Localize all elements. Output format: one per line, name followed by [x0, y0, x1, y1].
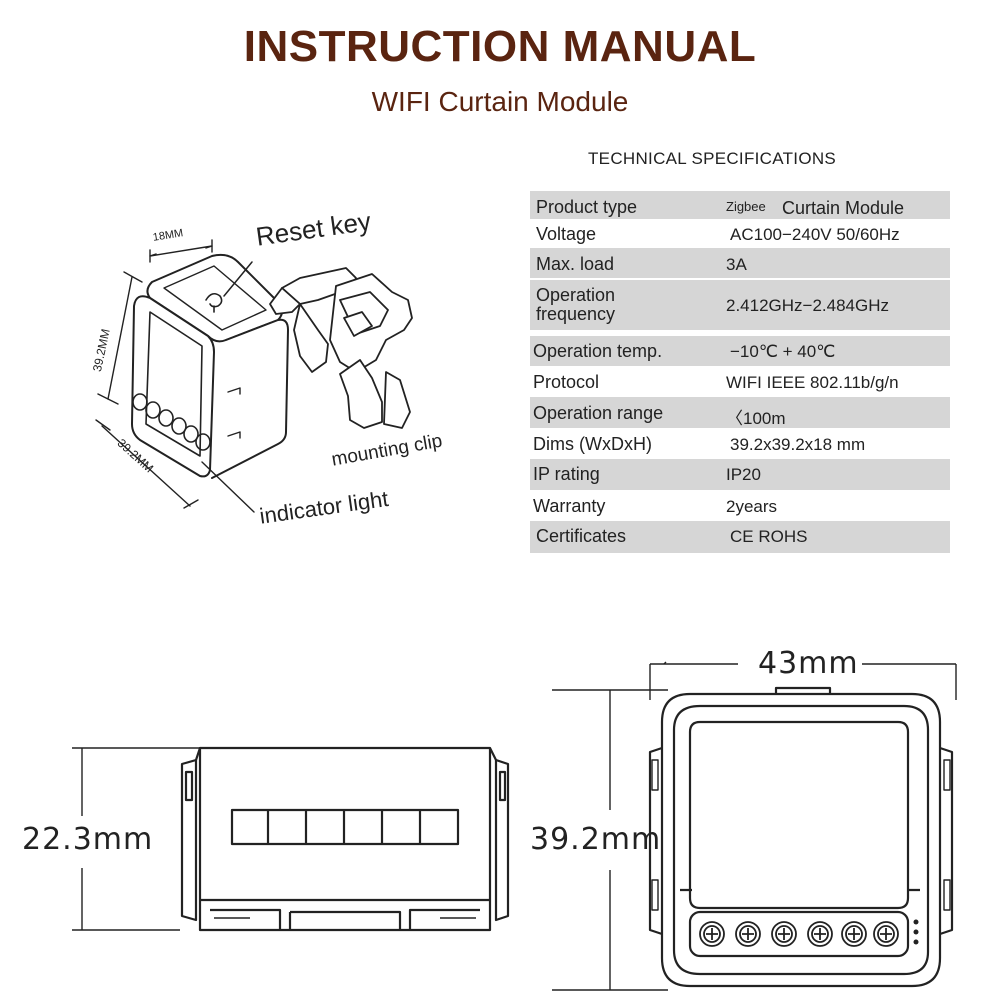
spec-label: Product type	[536, 197, 638, 217]
spec-row-product-type: Product type Zigbee Curtain Module	[530, 191, 950, 219]
spec-row-dims: Dims (WxDxH) 39.2x39.2x18 mm	[530, 428, 950, 459]
page-title: INSTRUCTION MANUAL	[243, 22, 757, 71]
spec-row-operation-temp: Operation temp. −10℃ + 40℃	[530, 336, 950, 366]
spec-label: IP rating	[533, 464, 600, 484]
spec-label: Operation range	[533, 403, 664, 423]
spec-value: WIFI IEEE 802.11b/g/n	[726, 373, 899, 392]
spec-value: 2years	[726, 497, 778, 516]
front-width-label: 43mm	[758, 646, 859, 681]
spec-value: 〈100m	[726, 409, 786, 428]
spec-value: −10℃ + 40℃	[730, 342, 836, 361]
spec-heading: TECHNICAL SPECIFICATIONS	[588, 149, 837, 168]
spec-row-voltage: Voltage AC100−240V 50/60Hz	[530, 219, 950, 248]
spec-row-frequency: Operation frequency 2.412GHz−2.484GHz	[530, 278, 950, 330]
side-module-body	[180, 746, 510, 932]
spec-value: 2.412GHz−2.484GHz	[726, 296, 890, 315]
spec-value: CE ROHS	[730, 527, 808, 546]
front-module-body	[648, 686, 954, 988]
spec-label: Certificates	[536, 526, 627, 546]
page-subtitle: WIFI Curtain Module	[371, 86, 629, 117]
spec-label: Operation frequency	[536, 285, 616, 324]
spec-value: 39.2x39.2x18 mm	[730, 435, 866, 454]
side-dimension-lines	[72, 747, 200, 931]
spec-row-max-load: Max. load 3A	[530, 248, 950, 278]
iso-dimension-lines	[95, 239, 255, 513]
module-body	[131, 253, 289, 479]
front-terminal-screws	[699, 921, 899, 947]
side-height-label: 22.3mm	[22, 822, 154, 857]
spec-row-operation-range: Operation range 〈100m	[530, 397, 950, 428]
spec-table: Product type Zigbee Curtain Module Volta…	[530, 191, 950, 553]
indicator-light-icon	[913, 919, 919, 945]
spec-value: Curtain Module	[782, 198, 905, 218]
reset-key-icon	[205, 292, 223, 313]
spec-label: Voltage	[536, 224, 597, 244]
spec-value: IP20	[726, 465, 761, 484]
spec-row-certificates: Certificates CE ROHS	[530, 521, 950, 553]
spec-value-prefix: Zigbee	[726, 199, 766, 214]
mounting-clip	[269, 267, 413, 429]
spec-row-ip-rating: IP rating IP20	[530, 459, 950, 490]
spec-label: Operation temp.	[533, 341, 663, 361]
front-dimension-lines	[552, 661, 957, 991]
spec-row-protocol: Protocol WIFI IEEE 802.11b/g/n	[530, 366, 950, 397]
spec-row-warranty: Warranty 2years	[530, 490, 950, 521]
spec-label: Protocol	[533, 372, 600, 392]
spec-label: Dims (WxDxH)	[533, 434, 652, 454]
front-height-label: 39.2mm	[530, 822, 662, 857]
terminal-screws	[132, 393, 211, 451]
spec-value: 3A	[726, 255, 747, 274]
spec-label: Warranty	[533, 496, 606, 516]
spec-label: Max. load	[536, 254, 615, 274]
spec-value: AC100−240V 50/60Hz	[730, 225, 900, 244]
